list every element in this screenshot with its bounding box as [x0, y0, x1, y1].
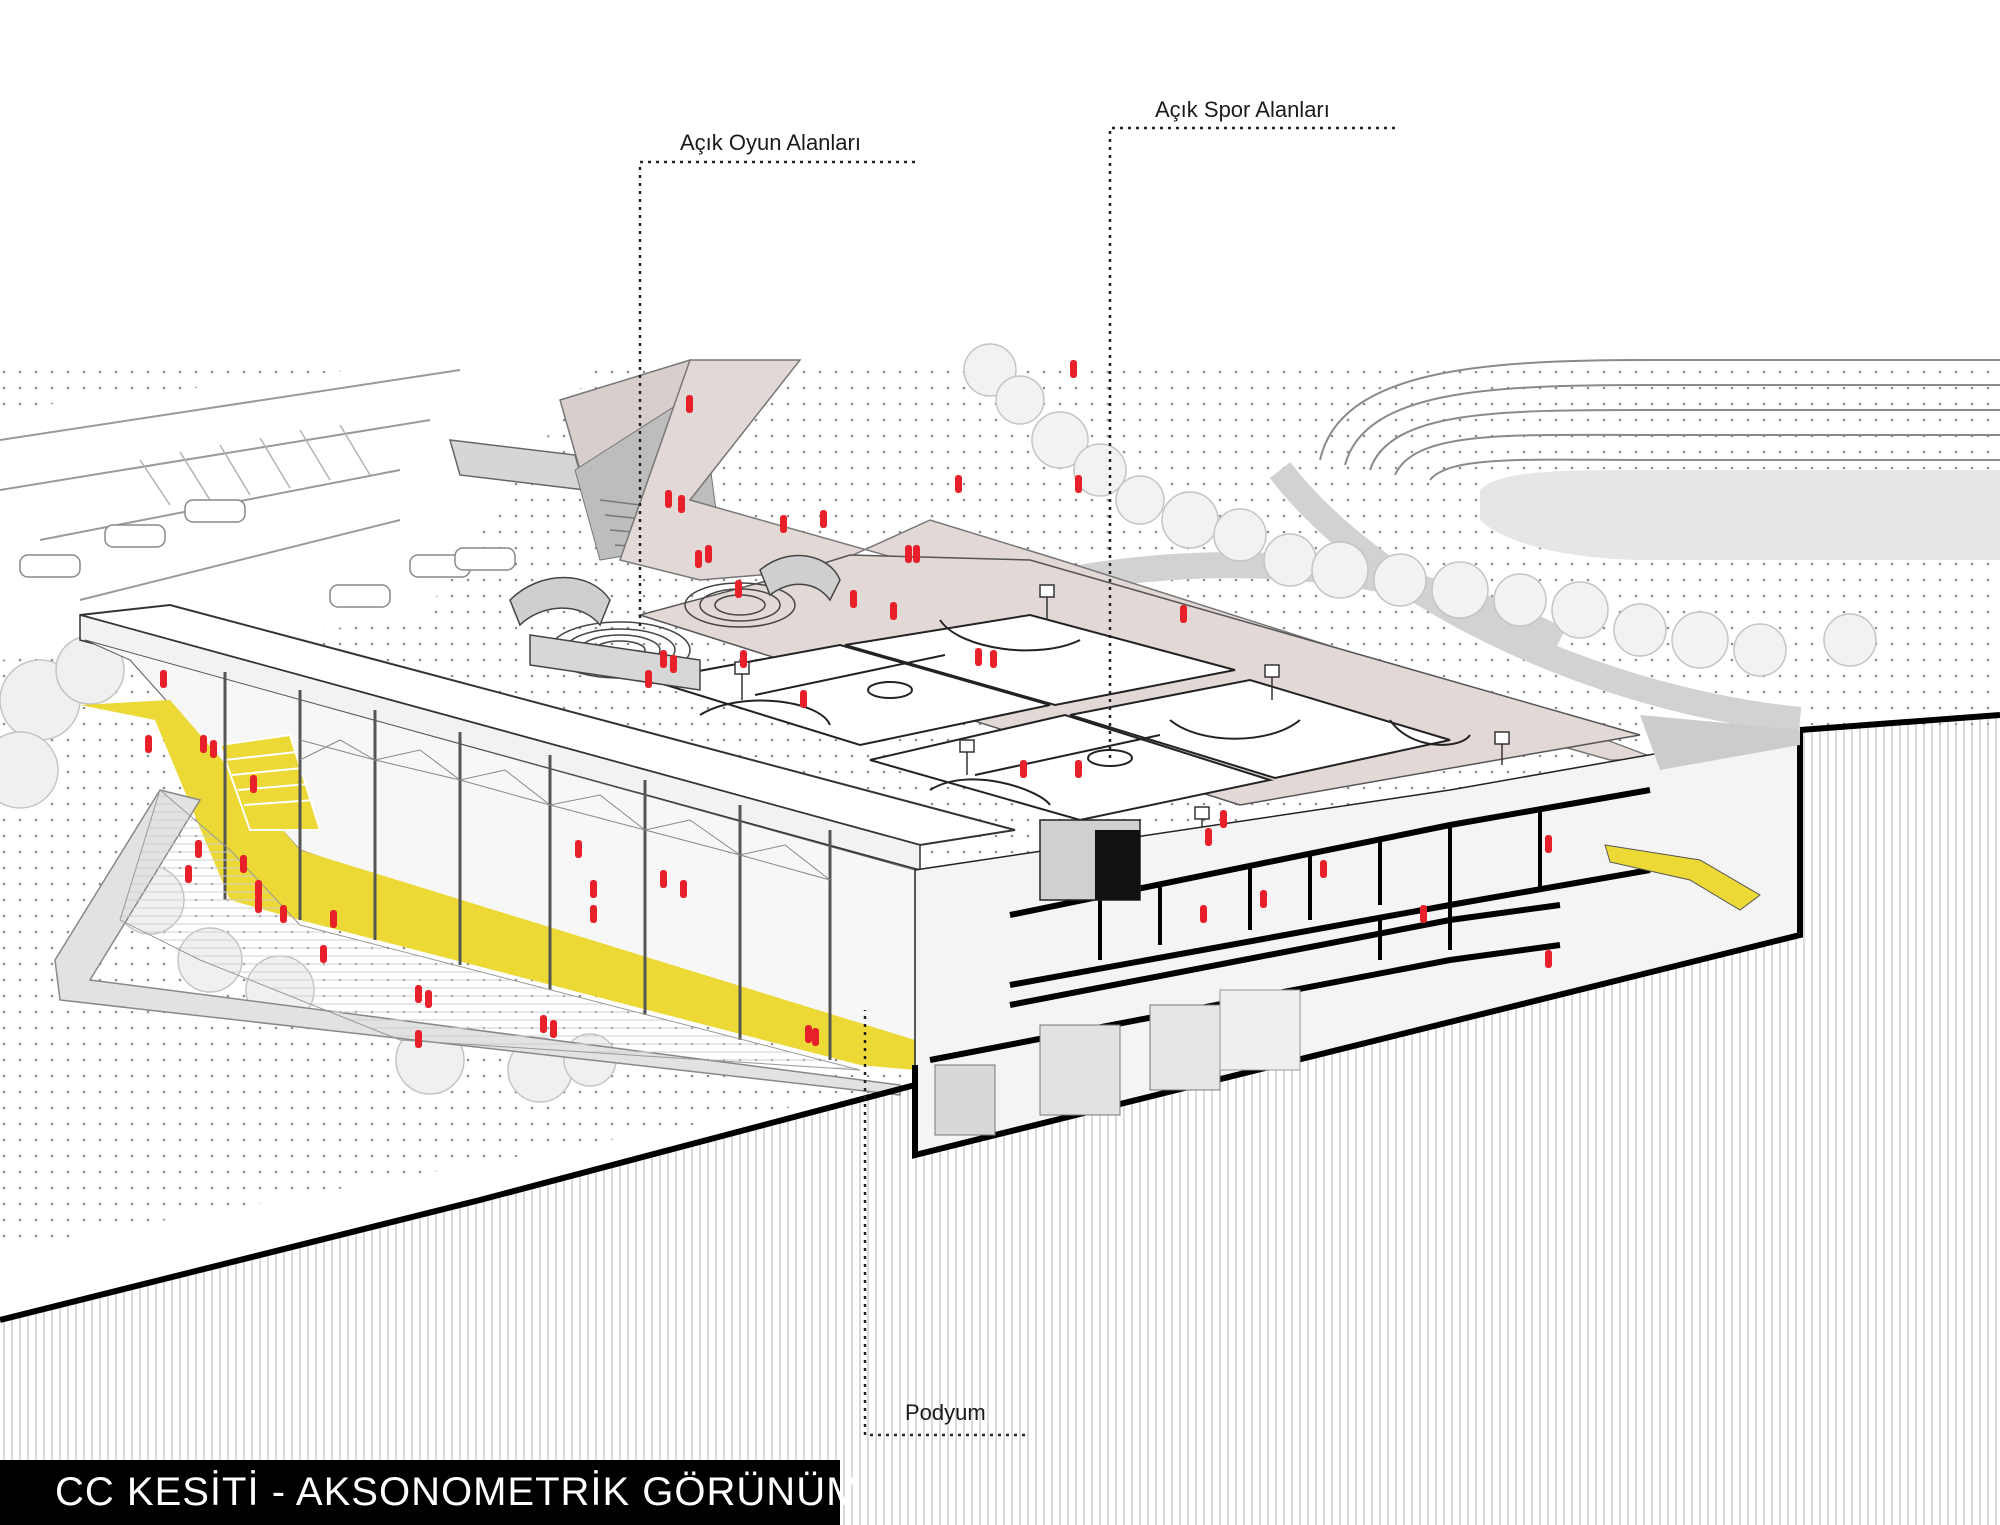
leader-acik-oyun — [638, 160, 915, 630]
label-acik-spor-alanlari: Açık Spor Alanları — [1155, 97, 1330, 122]
court-1 — [649, 643, 1051, 747]
track-field-gray — [1480, 470, 2000, 560]
basketball-hoop-icon — [734, 584, 1510, 840]
section-cut-building — [912, 729, 1803, 1159]
leader-acik-spor — [1108, 126, 1395, 760]
yellow-right-ramp — [1604, 844, 1761, 911]
running-track — [1319, 359, 2000, 481]
yellow-podium-band — [300, 850, 915, 1070]
tree-row — [963, 343, 1877, 677]
parking-lot — [0, 360, 600, 660]
person-icon — [145, 360, 1552, 1048]
leader-lines — [638, 126, 1395, 1437]
drawing-title: CC KESİTİ - AKSONOMETRİK GÖRÜNÜM — [55, 1470, 861, 1514]
gray-slope — [1640, 715, 1800, 770]
earth-section-hatch — [0, 715, 2000, 1525]
ground-section-line-right — [1799, 712, 2000, 733]
people-figures — [145, 360, 1552, 1048]
court-2 — [844, 613, 1236, 707]
playground-equipment — [509, 554, 841, 691]
ground-section-line — [0, 1082, 916, 1323]
label-acik-oyun-alanlari: Açık Oyun Alanları — [680, 130, 861, 155]
label-podyum: Podyum — [905, 1400, 986, 1425]
title-bar: CC KESİTİ - AKSONOMETRİK GÖRÜNÜM — [0, 1460, 859, 1525]
facade-columns — [223, 672, 832, 1060]
car-icon — [19, 499, 516, 608]
leader-podyum — [863, 1010, 1025, 1437]
court-4 — [1069, 678, 1451, 780]
